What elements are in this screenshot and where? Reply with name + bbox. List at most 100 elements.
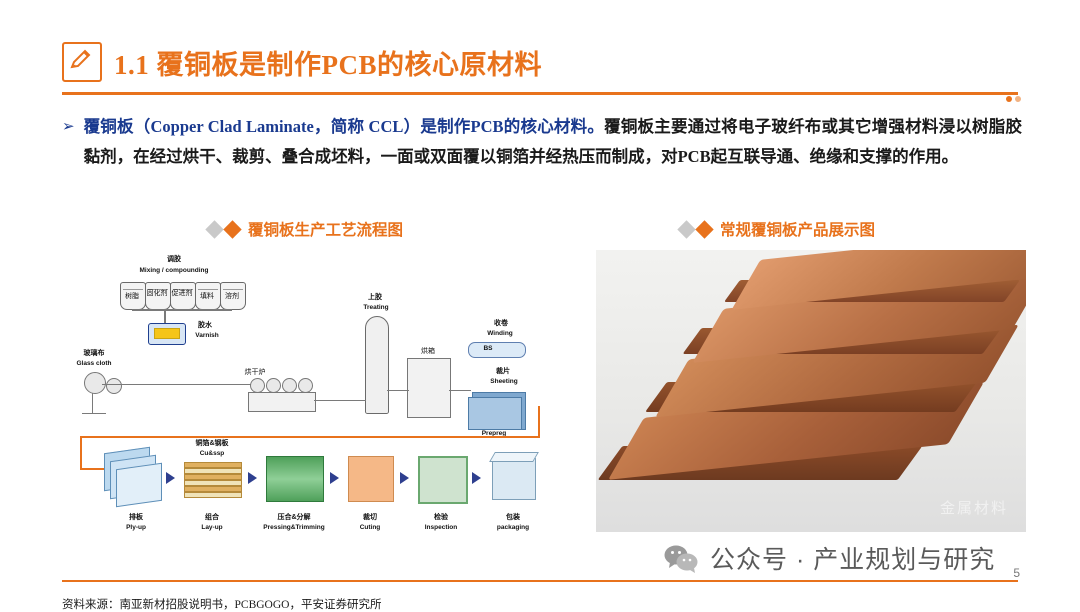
mixing-downpipe xyxy=(164,309,166,323)
diagram-label-dryer: 烘干炉 xyxy=(244,369,266,376)
photo-watermark: 金属材料 xyxy=(939,500,1008,517)
pressing-stack xyxy=(266,456,324,502)
bullet-marker: ➢ xyxy=(62,118,75,135)
tank-label-accelerator: 促进剂 xyxy=(171,290,193,297)
body-text-highlight: 覆铜板（Copper Clad Laminate，简称 CCL）是制作PCB的核… xyxy=(83,117,605,136)
page-title: 1.1 覆铜板是制作PCB的核心原材料 xyxy=(62,42,542,82)
oven-inlet-pipe xyxy=(387,390,409,392)
diagram-label-oven: 烘箱 xyxy=(421,348,435,355)
step-label-inspection-cn: 检验 xyxy=(434,514,448,521)
wechat-text: 公众号 · 产业规划与研究 xyxy=(710,546,996,574)
flow-arrow-3 xyxy=(330,472,339,484)
plyup-sheet-3 xyxy=(116,462,162,508)
cutting-板 xyxy=(348,456,394,502)
diagram-label-varnish-cn: 胶水 xyxy=(198,322,212,329)
diagram-label-winding-cn: 收卷 xyxy=(494,320,508,327)
inspection-panel xyxy=(418,456,468,504)
step-label-inspection-en: Inspection xyxy=(424,524,458,531)
tank-label-hardener: 固化剂 xyxy=(146,290,168,297)
glass-cloth-base xyxy=(82,413,106,415)
coating-unit xyxy=(248,392,316,412)
flow-arrow-4 xyxy=(400,472,409,484)
packaging-box xyxy=(492,458,536,500)
diagram-label-glass-cn: 玻璃布 xyxy=(83,350,105,357)
glass-cloth-roll-1 xyxy=(84,372,106,394)
conveyor-roller-4 xyxy=(298,378,313,393)
sheeting-inlet-pipe xyxy=(449,390,471,392)
glass-cloth-roll-2 xyxy=(106,378,122,394)
diagram-label-winding-en: Winding xyxy=(487,330,513,337)
section-header-right-label: 常规覆铜板产品展示图 xyxy=(720,222,876,239)
flow-arrow-5 xyxy=(472,472,481,484)
layup-layer-6 xyxy=(184,492,242,498)
step-label-pressing-cn: 压合&分解 xyxy=(277,514,311,521)
footer-divider xyxy=(62,580,1018,582)
layup-layer-5 xyxy=(184,486,242,492)
page-title-text: 1.1 覆铜板是制作PCB的核心原材料 xyxy=(114,49,542,80)
tank-resin xyxy=(120,282,146,310)
return-path-right xyxy=(538,406,540,438)
conveyor-line-upper xyxy=(102,384,252,386)
diagram-label-mixing-en: Mixing / compounding xyxy=(139,267,209,274)
layup-layer-4 xyxy=(184,480,242,486)
step-label-packaging-cn: 包装 xyxy=(506,514,520,521)
source-note: 资料来源：南亚新材招股说明书，PCBGOGO，平安证券研究所 xyxy=(62,599,382,611)
diamond-gray-icon xyxy=(677,219,696,239)
return-path-horizontal xyxy=(80,436,540,438)
varnish-liquid xyxy=(154,328,180,339)
diagram-label-sheeting-cn: 裁片 xyxy=(496,368,510,375)
diagram-label-copper-cn: 铜箔&钢板 xyxy=(195,440,229,447)
diagram-label-varnish-en: Varnish xyxy=(195,332,219,339)
process-flow-diagram: 调胶 Mixing / compounding 树脂 固化剂 促进剂 填料 溶剂… xyxy=(62,250,562,560)
diagram-label-sheeting-en: Sheeting xyxy=(490,378,518,385)
return-path-left xyxy=(80,436,82,470)
diagram-label-glass-en: Glass cloth xyxy=(76,360,112,367)
tank-label-resin: 树脂 xyxy=(125,293,139,300)
diagram-label-bs: BS xyxy=(483,345,493,352)
step-label-packaging-en: packaging xyxy=(496,524,530,531)
step-label-plyup-en: Ply-up xyxy=(126,524,146,531)
tower-inlet-pipe xyxy=(314,400,366,402)
diagram-label-copper-en: Cu&ssp xyxy=(199,450,225,457)
step-label-layup-en: Lay-up xyxy=(201,524,223,531)
tank-label-filler: 填料 xyxy=(200,293,214,300)
title-divider-dots xyxy=(1006,96,1021,103)
section-header-left-label: 覆铜板生产工艺流程图 xyxy=(248,222,404,239)
tank-hardener xyxy=(145,282,171,310)
layup-layer-3 xyxy=(184,474,242,480)
packaging-box-top xyxy=(489,452,539,462)
page-number: 5 xyxy=(1013,566,1020,580)
section-header-right: 常规覆铜板产品展示图 xyxy=(677,218,876,240)
diagram-label-treating-cn: 上胶 xyxy=(368,294,382,301)
body-paragraph: ➢ 覆铜板（Copper Clad Laminate，简称 CCL）是制作PCB… xyxy=(62,112,1022,172)
conveyor-roller-3 xyxy=(282,378,297,393)
layup-layer-1 xyxy=(184,462,242,468)
return-path-bottom xyxy=(80,468,114,470)
oven-box xyxy=(407,358,451,418)
glass-cloth-support xyxy=(92,393,94,413)
diagram-label-prepreg: Prepreg xyxy=(481,430,507,437)
flow-arrow-2 xyxy=(248,472,257,484)
pencil-icon xyxy=(62,42,102,82)
title-divider xyxy=(62,92,1018,95)
conveyor-roller-2 xyxy=(266,378,281,393)
step-label-cutting-cn: 裁切 xyxy=(363,514,377,521)
mixing-manifold xyxy=(132,309,232,311)
diamond-orange-icon xyxy=(695,219,714,239)
diamond-gray-icon xyxy=(205,219,224,239)
conveyor-roller-1 xyxy=(250,378,265,393)
tank-solvent xyxy=(220,282,246,310)
bs-roll xyxy=(468,342,526,358)
diamond-orange-icon xyxy=(223,219,242,239)
step-label-plyup-cn: 排板 xyxy=(129,514,143,521)
body-text-plain: 覆铜板主要通过将电子玻纤布或其它增强材料浸以树脂胶黏剂，在经过烘干、裁剪、叠合成… xyxy=(83,117,1022,166)
product-photo: 金属材料 xyxy=(596,250,1026,532)
treating-tower xyxy=(365,316,389,414)
tank-label-solvent: 溶剂 xyxy=(225,293,239,300)
layup-layer-2 xyxy=(184,468,242,474)
step-label-layup-cn: 组合 xyxy=(205,514,219,521)
step-label-cutting-en: Cuting xyxy=(359,524,381,531)
wechat-icon xyxy=(664,544,698,573)
diagram-label-treating-en: Treating xyxy=(363,304,389,311)
